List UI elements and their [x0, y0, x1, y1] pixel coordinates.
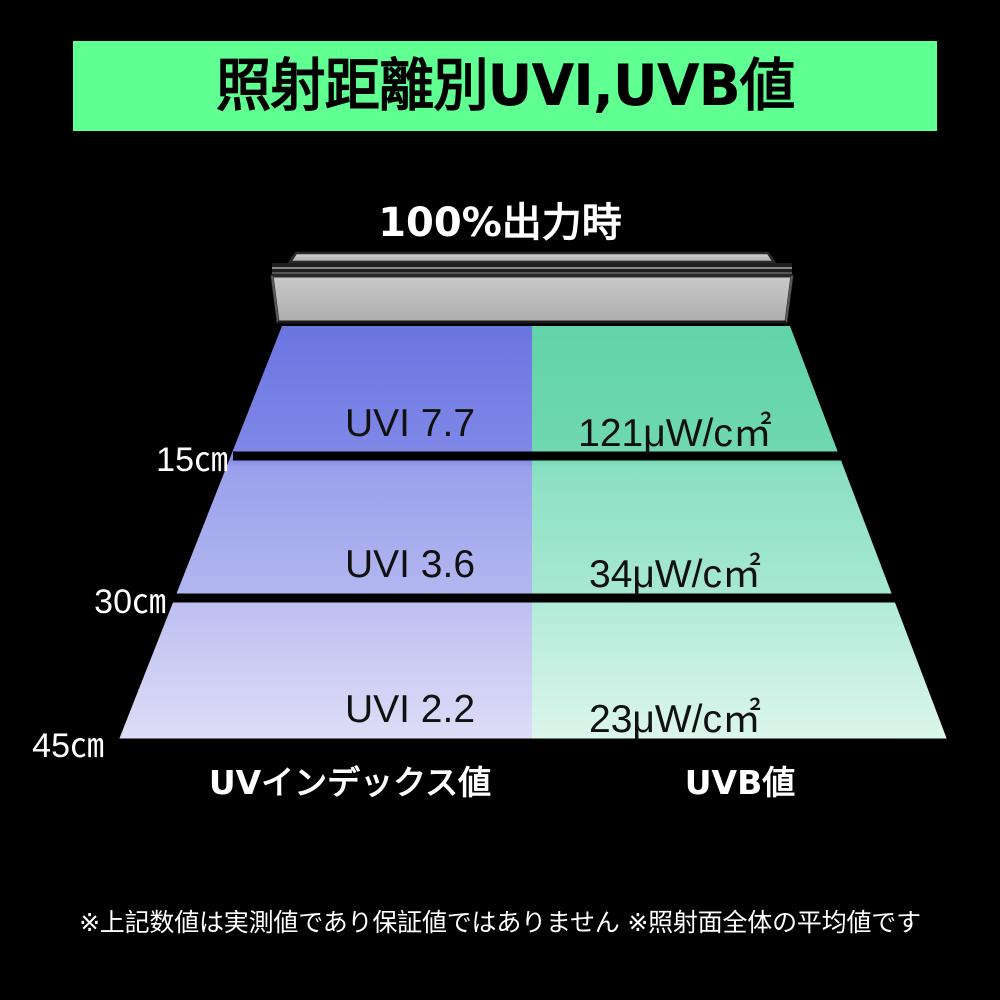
cell-uvi-30cm: UVI 3.6: [344, 543, 476, 586]
column-caption-uvb: UVB値: [684, 763, 796, 802]
footnote-text: ※上記数値は実測値であり保証値ではありません ※照射面全体の平均値です: [79, 908, 921, 937]
cell-uvi-45cm: UVI 2.2: [344, 688, 476, 731]
cell-uvb-15cm: 121μW/c㎡: [578, 412, 772, 455]
distance-label-45cm: 45㎝: [32, 727, 104, 765]
uvb-light-cone: [532, 326, 948, 742]
column-caption-uvi: UVインデックス値: [208, 763, 492, 802]
cell-uvb-30cm: 34μW/c㎡: [589, 553, 761, 596]
output-power-label: 100%出力時: [378, 200, 622, 246]
distance-label-30cm: 30㎝: [94, 583, 166, 621]
distance-label-15cm: 15㎝: [156, 441, 228, 479]
cell-uvi-15cm: UVI 7.7: [344, 402, 476, 445]
title-banner: 照射距離別UVI,UVB値: [73, 41, 937, 131]
page-title: 照射距離別UVI,UVB値: [215, 52, 795, 119]
cell-uvb-45cm: 23μW/c㎡: [589, 698, 761, 741]
uvi-light-cone: [118, 326, 532, 742]
uv-lamp-fixture-icon: [270, 251, 794, 324]
